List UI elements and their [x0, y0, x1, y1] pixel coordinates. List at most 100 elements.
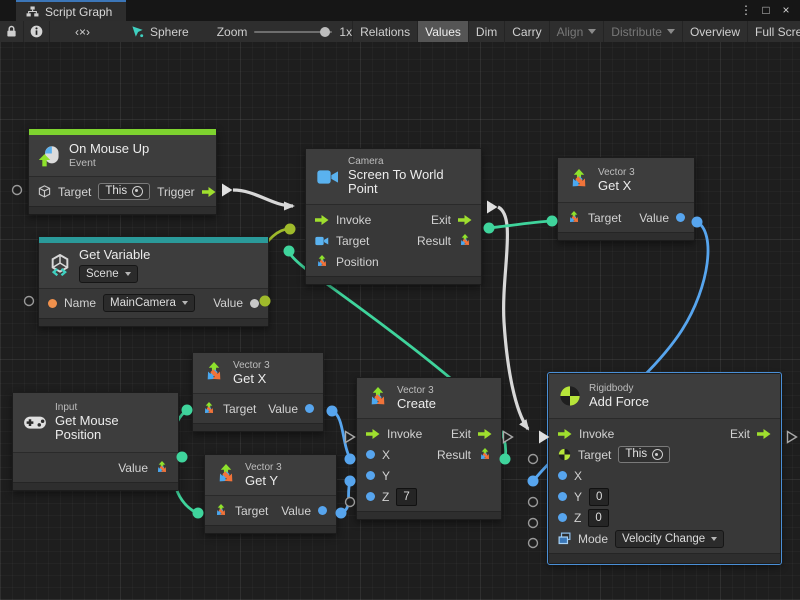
flow-port-out-create-exit[interactable] [502, 430, 514, 444]
node-get-y[interactable]: Vector 3 Get Y Target Value [204, 454, 337, 535]
graph-canvas[interactable]: On Mouse Up Event Target This Trigger [0, 42, 800, 600]
node-get-mouse-position[interactable]: Input Get Mouse Position Value [12, 392, 179, 492]
flow-port-out-addforce-exit[interactable] [786, 430, 798, 444]
mode-dropdown[interactable]: Velocity Change [615, 529, 725, 548]
node-on-mouse-up[interactable]: On Mouse Up Event Target This Trigger [28, 128, 217, 215]
tab-script-graph[interactable]: Script Graph [16, 0, 127, 21]
value-port-gety-target[interactable] [192, 507, 204, 519]
port-label-y: Y [382, 468, 391, 483]
value-port-addforce-target[interactable] [527, 453, 539, 465]
port-label-value: Value [268, 401, 298, 416]
port-label-z: Z [382, 489, 390, 504]
graph-name: Sphere [150, 24, 189, 39]
node-footer [549, 553, 780, 564]
dim-button[interactable]: Dim [469, 21, 506, 42]
distribute-button[interactable]: Distribute [604, 21, 683, 42]
port-label-invoke: Invoke [336, 212, 372, 227]
float-port-dot[interactable] [558, 471, 567, 481]
node-footer [29, 206, 216, 214]
target-self-chip[interactable]: This [618, 446, 671, 464]
float-port-dot[interactable] [558, 492, 567, 502]
node-add-force[interactable]: Rigidbody Add Force Invoke Exit Target [547, 371, 782, 566]
vector3-icon [568, 169, 590, 191]
close-icon[interactable]: × [782, 3, 790, 17]
flow-port-out-camera-exit[interactable] [487, 200, 498, 214]
variable-kind-dropdown[interactable]: Scene [79, 264, 138, 283]
z-value-input[interactable]: 0 [588, 508, 609, 527]
variable-name-dropdown[interactable]: MainCamera [103, 294, 195, 313]
port-label-invoke: Invoke [579, 426, 615, 441]
rigidbody-icon [559, 385, 581, 407]
float-port-dot[interactable] [366, 450, 375, 460]
value-port-getxmid-target[interactable] [181, 404, 193, 416]
port-label-x: X [382, 447, 391, 462]
value-port-create-x[interactable] [344, 453, 356, 465]
value-port-onmouseup-target[interactable] [11, 184, 23, 196]
more-icon[interactable]: ⋮ [740, 3, 752, 17]
carry-button[interactable]: Carry [505, 21, 550, 42]
float-port-dot[interactable] [305, 404, 314, 414]
camera-icon [315, 236, 329, 246]
flow-port-in-create-invoke[interactable] [344, 430, 356, 444]
value-port-camera-position[interactable] [283, 245, 295, 257]
value-port-addforce-y[interactable] [527, 496, 539, 508]
target-self-chip[interactable]: This [98, 183, 151, 200]
relations-button[interactable]: Relations [352, 21, 419, 42]
variable-icon [49, 254, 71, 276]
maximize-icon[interactable]: □ [762, 3, 770, 17]
value-port-getxtop-target[interactable] [546, 215, 558, 227]
node-get-x-mid[interactable]: Vector 3 Get X Target Value [192, 352, 324, 433]
target-self-value: This [625, 448, 648, 461]
value-port-getvariable-name[interactable] [23, 295, 35, 307]
value-port-addforce-z[interactable] [527, 517, 539, 529]
port-label-value: Value [118, 460, 148, 475]
zoom-slider[interactable] [254, 26, 333, 37]
value-port-camera-target[interactable] [284, 223, 296, 235]
node-vector3-create[interactable]: Vector 3 Create Invoke Exit X [356, 377, 502, 521]
info-button[interactable] [24, 21, 50, 42]
self-target-icon [652, 449, 664, 461]
value-port-camera-result[interactable] [483, 222, 495, 234]
y-value-input[interactable]: 0 [589, 487, 610, 506]
lock-button[interactable] [0, 21, 24, 42]
lock-icon [6, 25, 17, 38]
float-port-dot[interactable] [676, 213, 685, 223]
string-port-dot[interactable] [48, 298, 57, 308]
wire-camera-result-to-getxtop-target [488, 219, 553, 230]
port-label-trigger: Trigger [157, 184, 195, 199]
overview-button[interactable]: Overview [683, 21, 748, 42]
value-port-create-y[interactable] [344, 475, 356, 487]
node-category: Camera [348, 156, 384, 167]
align-button[interactable]: Align [550, 21, 605, 42]
zoom-slider-handle[interactable] [320, 26, 331, 37]
float-port-dot[interactable] [366, 492, 375, 502]
value-port-create-z[interactable] [344, 496, 356, 508]
flow-port-out-trigger[interactable] [222, 183, 233, 197]
port-label-exit: Exit [450, 426, 471, 441]
value-port-addforce-x[interactable] [527, 475, 539, 487]
float-port-dot[interactable] [558, 513, 567, 523]
values-button[interactable]: Values [418, 21, 469, 42]
float-port-dot[interactable] [366, 471, 375, 481]
vector3-icon [215, 464, 237, 486]
fullscreen-button[interactable]: Full Screen [754, 24, 800, 39]
value-port-addforce-mode[interactable] [527, 537, 539, 549]
node-footer [205, 525, 336, 534]
object-port-dot[interactable] [250, 298, 259, 308]
float-port-dot[interactable] [318, 506, 327, 516]
z-value-input[interactable]: 7 [396, 487, 417, 506]
port-label-invoke: Invoke [387, 426, 423, 441]
node-get-variable[interactable]: Get Variable Scene Name MainCamera Value [38, 236, 269, 327]
vector3-icon [478, 448, 492, 462]
vector3-icon [203, 362, 225, 384]
zoom-control: Zoom 1x [217, 21, 352, 42]
toolbar-buttons: Relations Values Dim Carry Align Distrib… [352, 21, 800, 42]
node-get-x-top[interactable]: Vector 3 Get X Target Value [557, 157, 695, 242]
value-port-getxmid-value[interactable] [326, 405, 338, 417]
node-screen-to-world-point[interactable]: Camera Screen To World Point Invoke Exit… [305, 148, 482, 286]
code-toggle-button[interactable]: ‹×› [75, 24, 90, 39]
value-port-gety-value[interactable] [335, 507, 347, 519]
node-subtitle: Event [69, 156, 96, 169]
distribute-label: Distribute [611, 24, 662, 39]
vector3-icon [155, 461, 169, 475]
